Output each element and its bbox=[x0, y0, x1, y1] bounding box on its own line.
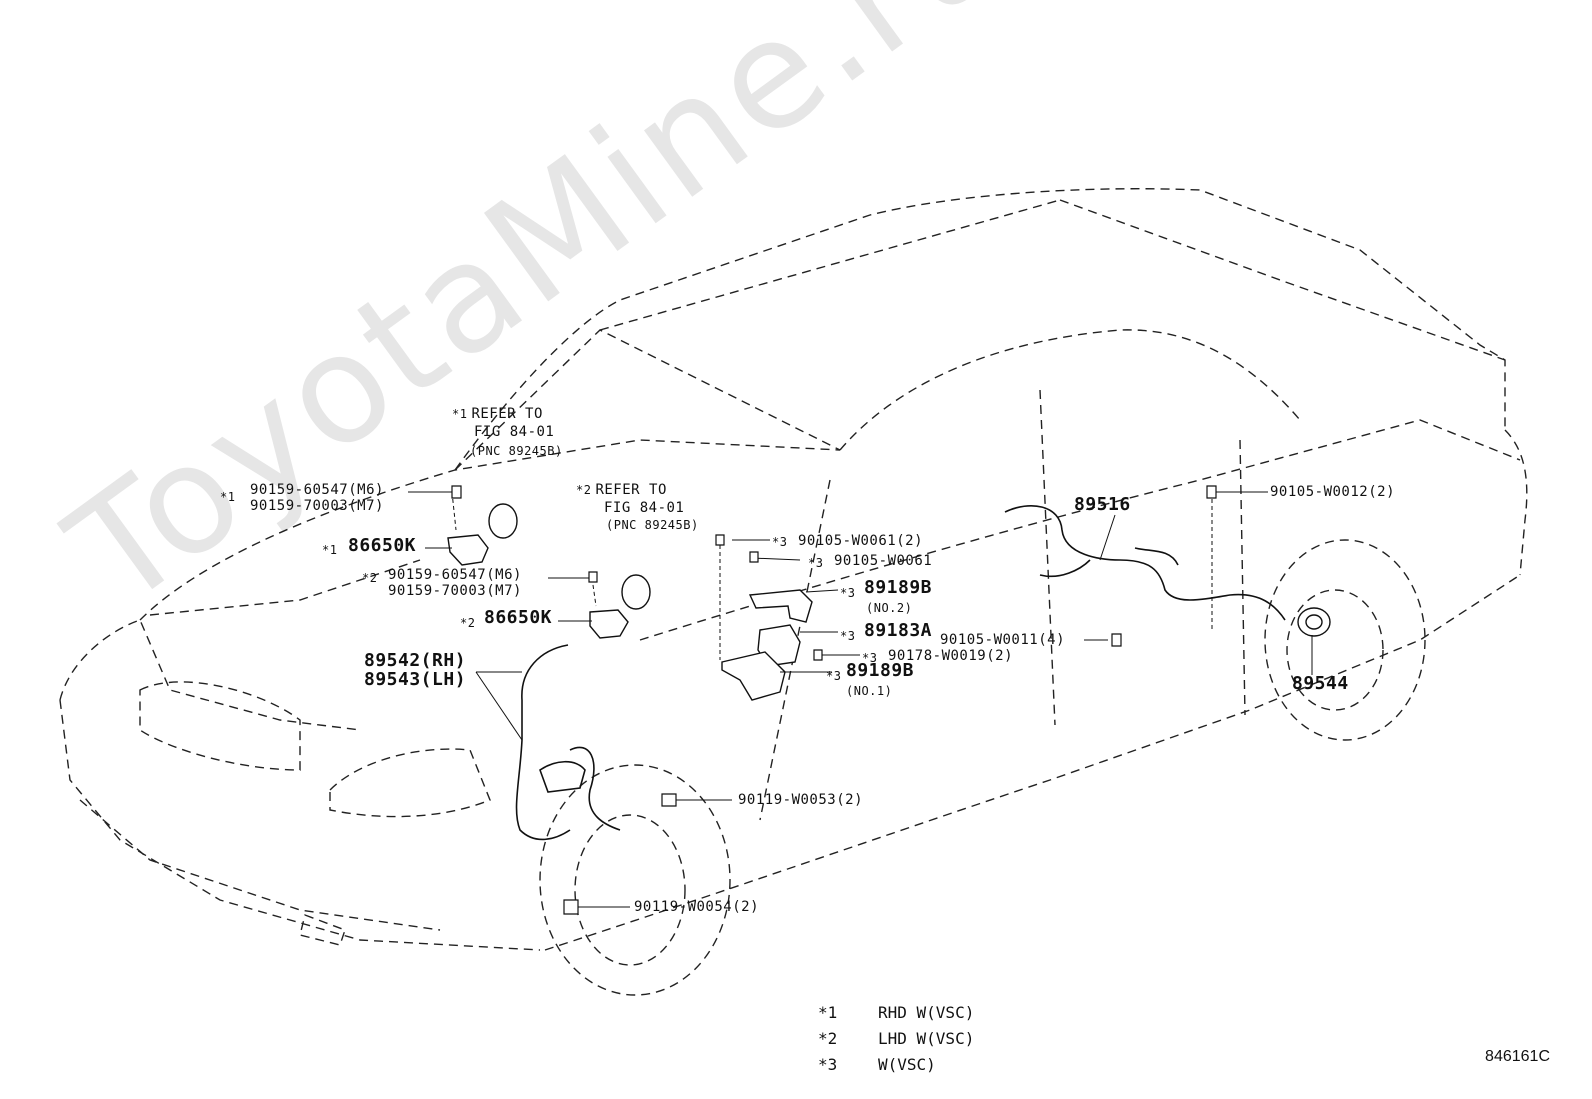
front-speed-sensor-bracket bbox=[540, 762, 585, 792]
front-nose bbox=[60, 620, 360, 730]
front-bumper bbox=[60, 700, 540, 950]
harness-branch bbox=[1135, 548, 1178, 565]
refer-note-2-fig: FIG 84-01 bbox=[604, 500, 685, 516]
part-90178-w0019: 90178-W0019(2) bbox=[888, 648, 1014, 664]
steering-sensor-1 bbox=[489, 504, 517, 538]
steering-sensor-2 bbox=[622, 575, 650, 609]
fog-light bbox=[300, 915, 345, 945]
part-90159-70003-b: 90159-70003(M7) bbox=[388, 583, 522, 599]
refer-note-1-fig: FIG 84-01 bbox=[474, 424, 555, 440]
front-wheel bbox=[540, 765, 730, 995]
part-89189b-no2: 89189B bbox=[864, 577, 933, 598]
part-90159-70003-a: 90159-70003(M7) bbox=[250, 498, 384, 514]
refer-note-2-pnc: (PNC 89245B) bbox=[606, 518, 699, 532]
part-89189b-no1-sub: (NO.1) bbox=[846, 684, 893, 698]
part-90105-w0012: 90105-W0012(2) bbox=[1270, 484, 1396, 500]
part-86650k-1: 86650K bbox=[348, 535, 417, 556]
roof-crossline bbox=[600, 200, 1060, 330]
door-line-rear bbox=[1240, 440, 1245, 715]
bracket-86650k-1 bbox=[448, 535, 488, 565]
marker-nut: *3 bbox=[862, 651, 878, 665]
harness-89516 bbox=[1005, 506, 1285, 620]
marker-89189b-no2: *3 bbox=[840, 586, 856, 600]
bolt-c bbox=[716, 535, 724, 545]
part-89544: 89544 bbox=[1292, 673, 1349, 694]
marker-89189b-no1: *3 bbox=[826, 669, 842, 683]
front-sensor-lead bbox=[570, 747, 620, 830]
bolt-h bbox=[564, 900, 578, 914]
part-89189b-no1: 89189B bbox=[846, 660, 915, 681]
bolt-d bbox=[750, 552, 758, 562]
rear-wheel-inner bbox=[1287, 590, 1383, 710]
bolt-b bbox=[589, 572, 597, 582]
diagram-code: 846161C bbox=[1485, 1048, 1550, 1065]
part-86650k-2: 86650K bbox=[484, 607, 553, 628]
bumper-lower bbox=[80, 800, 440, 930]
part-89543-lh: 89543(LH) bbox=[364, 669, 467, 690]
refer-note-1-pnc: (PNC 89245B) bbox=[470, 444, 563, 458]
belt-line bbox=[640, 420, 1520, 640]
front-wheel-inner bbox=[575, 815, 685, 965]
part-89542-rh: 89542(RH) bbox=[364, 650, 467, 671]
marker-bolt-b: *2 bbox=[362, 571, 378, 585]
rear-wheel bbox=[1265, 540, 1425, 740]
side-sill bbox=[545, 575, 1520, 950]
marker-bolt-d: *3 bbox=[808, 556, 824, 570]
bracket-89189b-no1 bbox=[722, 652, 785, 700]
bolt-f bbox=[1207, 486, 1216, 498]
part-90119-w0053: 90119-W0053(2) bbox=[738, 792, 864, 808]
rear-window bbox=[1060, 200, 1505, 360]
hood-outline bbox=[140, 440, 840, 620]
front-speed-sensor-wire bbox=[517, 645, 570, 839]
marker-bracket-1: *1 bbox=[322, 543, 338, 557]
part-89183a: 89183A bbox=[864, 620, 933, 641]
hood-crease bbox=[150, 560, 420, 615]
harness-bracket bbox=[1040, 560, 1090, 576]
bolt-a bbox=[452, 486, 461, 498]
roof-outline bbox=[455, 189, 1505, 470]
door-line-mid bbox=[1040, 390, 1055, 725]
bolt-e bbox=[1112, 634, 1121, 646]
bracket-86650k-2 bbox=[590, 610, 628, 638]
marker-bolt-a: *1 bbox=[220, 490, 236, 504]
marker-89183a: *3 bbox=[840, 629, 856, 643]
part-90119-w0054: 90119-W0054(2) bbox=[634, 899, 760, 915]
a-pillar-line bbox=[840, 330, 1300, 450]
nut bbox=[814, 650, 822, 660]
bolt-g bbox=[662, 794, 676, 806]
marker-bracket-2: *2 bbox=[460, 616, 476, 630]
grille bbox=[140, 682, 300, 770]
rear-quarter bbox=[1505, 430, 1527, 575]
part-90105-w0011: 90105-W0011(4) bbox=[940, 632, 1066, 648]
headlight bbox=[330, 749, 490, 817]
part-89189b-no2-sub: (NO.2) bbox=[866, 601, 913, 615]
part-90159-60547-b: 90159-60547(M6) bbox=[388, 567, 522, 583]
marker-bolt-c: *3 bbox=[772, 535, 788, 549]
part-89516: 89516 bbox=[1074, 494, 1131, 515]
part-90159-60547-a: 90159-60547(M6) bbox=[250, 482, 384, 498]
bracket-89189b-no2 bbox=[750, 590, 812, 622]
part-90105-w0061-2: 90105-W0061(2) bbox=[798, 533, 924, 549]
part-90105-w0061: 90105-W0061 bbox=[834, 553, 933, 569]
